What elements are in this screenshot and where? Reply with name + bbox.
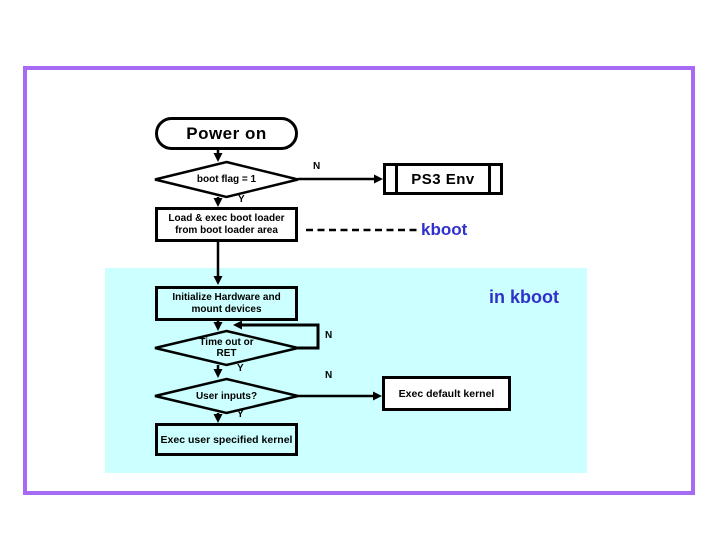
process-exec-user-kernel: Exec user specified kernel <box>155 423 298 456</box>
exec-user-label: Exec user specified kernel <box>160 433 293 446</box>
ps3-env-label: PS3 Env <box>411 170 475 188</box>
branch-userinputs-n: N <box>325 370 333 381</box>
branch-timeout-y: Y <box>237 363 244 374</box>
predefined-ps3-env: PS3 Env <box>383 163 503 195</box>
load-loader-line2: from boot loader area <box>175 224 278 236</box>
process-init-hardware: Initialize Hardware and mount devices <box>155 286 298 321</box>
init-hw-line1: Initialize Hardware and <box>172 291 281 303</box>
init-hw-line2: mount devices <box>191 303 262 315</box>
terminator-power-on: Power on <box>155 117 298 150</box>
power-on-label: Power on <box>186 123 267 143</box>
predefined-process-bar-left <box>395 166 398 192</box>
branch-timeout-n: N <box>325 330 333 341</box>
exec-default-label: Exec default kernel <box>398 387 495 400</box>
user-inputs-label: User inputs? <box>195 390 258 402</box>
branch-bootflag-y: Y <box>238 194 245 205</box>
load-loader-line1: Load & exec boot loader <box>168 212 285 224</box>
boot-flag-label: boot flag = 1 <box>196 173 257 185</box>
in-kboot-region <box>105 268 587 473</box>
predefined-process-bar-right <box>488 166 491 192</box>
kboot-label: kboot <box>421 220 468 239</box>
outer-frame <box>23 66 695 495</box>
in-kboot-label: in kboot <box>489 287 559 307</box>
timeout-label: Time out or RET <box>158 335 295 361</box>
timeout-line2: RET <box>216 348 237 359</box>
branch-bootflag-n: N <box>313 161 321 172</box>
process-exec-default-kernel: Exec default kernel <box>382 376 511 411</box>
timeout-line1: Time out or <box>199 337 254 348</box>
branch-userinputs-y: Y <box>237 409 244 420</box>
process-load-boot-loader: Load & exec boot loader from boot loader… <box>155 207 298 242</box>
